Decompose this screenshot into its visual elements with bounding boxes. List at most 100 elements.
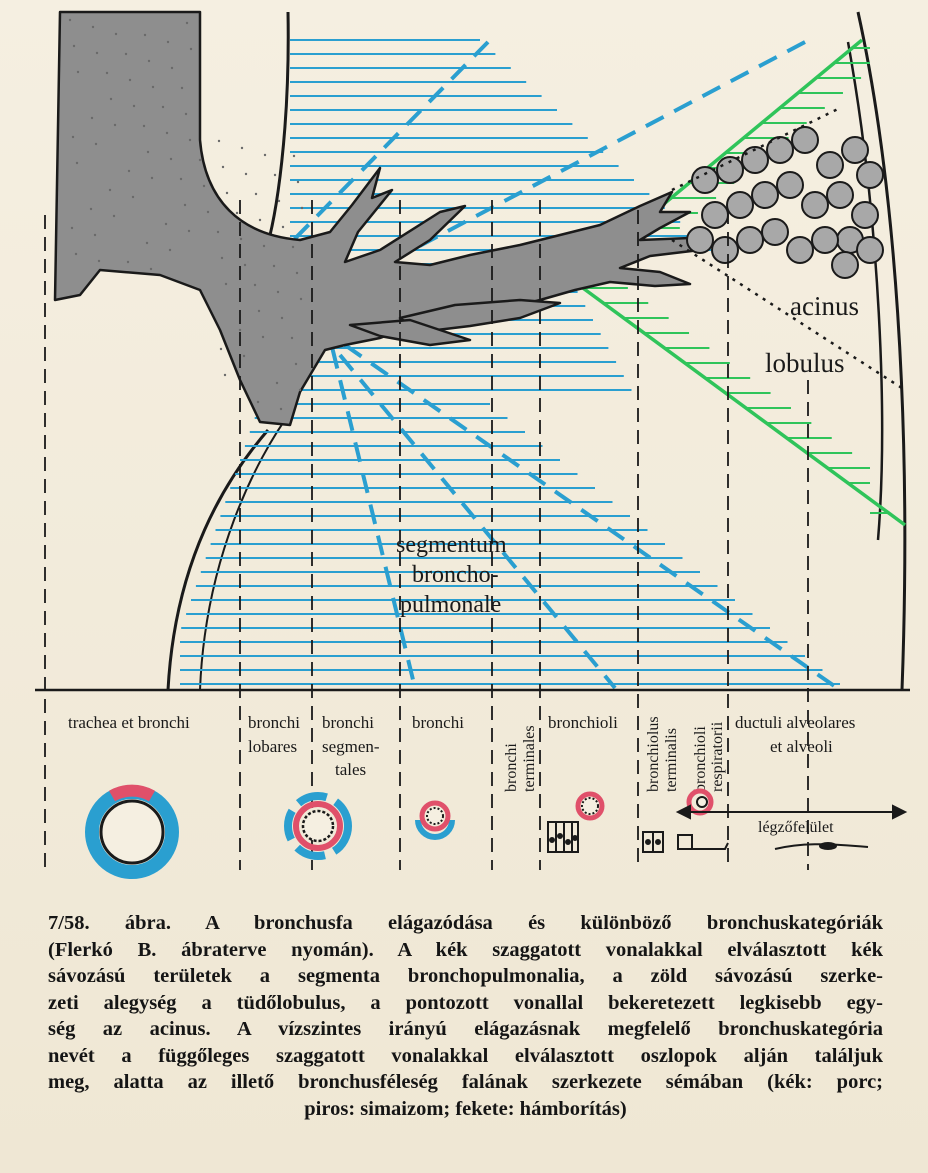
alveolus (787, 237, 813, 263)
category-segmentales-l2: segmen- (322, 737, 380, 756)
texture-dot (125, 53, 127, 55)
segment-label-line2: broncho- (412, 562, 499, 588)
wall-scheme-respiratory (689, 791, 711, 813)
category-bronchi: bronchi (412, 713, 464, 732)
texture-dot (277, 291, 279, 293)
texture-dot (257, 401, 259, 403)
texture-dot (133, 105, 135, 107)
category-trachea: trachea et bronchi (68, 713, 190, 732)
alveolus (712, 237, 738, 263)
segment-label-line3: pulmonale (400, 592, 501, 618)
texture-dot (169, 249, 171, 251)
lobulus-label: lobulus (765, 348, 845, 378)
texture-dot (73, 45, 75, 47)
texture-dot (77, 71, 79, 73)
alveolus (812, 227, 838, 253)
texture-dot (91, 117, 93, 119)
texture-dot (291, 337, 293, 339)
texture-dot (167, 41, 169, 43)
texture-dot (240, 238, 242, 240)
alveolus (692, 167, 718, 193)
category-terminales-l2: terminales (521, 725, 538, 792)
texture-dot (280, 408, 282, 410)
texture-dot (239, 329, 241, 331)
category-segmentales-l3: tales (335, 760, 366, 779)
texture-dot (115, 33, 117, 35)
alveolus (737, 227, 763, 253)
texture-dot (296, 272, 298, 274)
wall-scheme-bronchioli (578, 794, 602, 818)
alveolus (832, 252, 858, 278)
texture-dot (282, 226, 284, 228)
epithelium-cuboidal-icon (643, 832, 663, 852)
bronchial-tree-diagram: acinus lobulus segmentum broncho- pulmon… (0, 0, 928, 905)
texture-dot (129, 79, 131, 81)
category-ductuli-l2: et alveoli (770, 737, 833, 756)
texture-dot (162, 106, 164, 108)
texture-dot (241, 147, 243, 149)
texture-dot (203, 185, 205, 187)
texture-dot (150, 268, 152, 270)
texture-dot (95, 143, 97, 145)
texture-dot (264, 154, 266, 156)
epithelium-columnar-icon (548, 822, 578, 852)
alveolus (827, 182, 853, 208)
texture-dot (185, 113, 187, 115)
texture-dot (166, 132, 168, 134)
texture-dot (259, 219, 261, 221)
segment-boundaries (272, 42, 840, 690)
lung-outline-left-inner (200, 410, 292, 690)
texture-dot (190, 48, 192, 50)
texture-dot (281, 317, 283, 319)
texture-dot (263, 245, 265, 247)
lung-outline-left (168, 430, 268, 690)
texture-dot (69, 19, 71, 21)
texture-dot (165, 223, 167, 225)
epithelium-flat-icon (678, 835, 868, 849)
alveolus (742, 147, 768, 173)
texture-dot (276, 382, 278, 384)
category-lobares-l2: lobares (248, 737, 297, 756)
texture-dot (127, 261, 129, 263)
texture-dot (225, 283, 227, 285)
texture-dot (244, 264, 246, 266)
caption-line-3: sávozású területek a segmenta bronchopul… (48, 963, 883, 990)
caption-line-7: meg, alatta az illető bronchusféleség fa… (48, 1069, 883, 1096)
caption-line-4: zeti alegység a tüdőlobulus, a pontozott… (48, 990, 883, 1017)
alveolus (727, 192, 753, 218)
texture-dot (278, 200, 280, 202)
category-lobares-l1: bronchi (248, 713, 300, 732)
texture-dot (184, 204, 186, 206)
texture-dot (274, 174, 276, 176)
caption-line-8: piros: simaizom; fekete: hámborítás) (48, 1096, 883, 1123)
texture-dot (189, 139, 191, 141)
wall-scheme-bronchi (418, 803, 452, 837)
texture-dot (109, 189, 111, 191)
texture-dot (96, 52, 98, 54)
category-respiratorii-l2: respiratorii (709, 721, 726, 792)
texture-dot (221, 257, 223, 259)
texture-dot (255, 193, 257, 195)
caption-line-5: ség az acinus. A vízszintes irányú elága… (48, 1016, 883, 1043)
texture-dot (236, 212, 238, 214)
alveolus (762, 219, 788, 245)
texture-dot (220, 348, 222, 350)
texture-dot (151, 177, 153, 179)
texture-dot (147, 151, 149, 153)
texture-dot (90, 208, 92, 210)
alveolus (687, 227, 713, 253)
caption-line-1: 7/58. ábra. A bronchusfa elágazódása és … (48, 910, 883, 937)
texture-dot (258, 310, 260, 312)
texture-dot (245, 173, 247, 175)
texture-dot (170, 158, 172, 160)
alveolar-clusters (687, 127, 883, 278)
texture-dot (243, 355, 245, 357)
category-bronchiolus-terminalis-l2: terminalis (663, 728, 680, 792)
texture-dot (128, 170, 130, 172)
category-labels: trachea et bronchi bronchi lobares bronc… (68, 713, 855, 792)
texture-dot (132, 196, 134, 198)
texture-dot (94, 234, 96, 236)
category-terminales-l1: bronchi (503, 743, 520, 792)
bronchial-tree (55, 12, 700, 425)
